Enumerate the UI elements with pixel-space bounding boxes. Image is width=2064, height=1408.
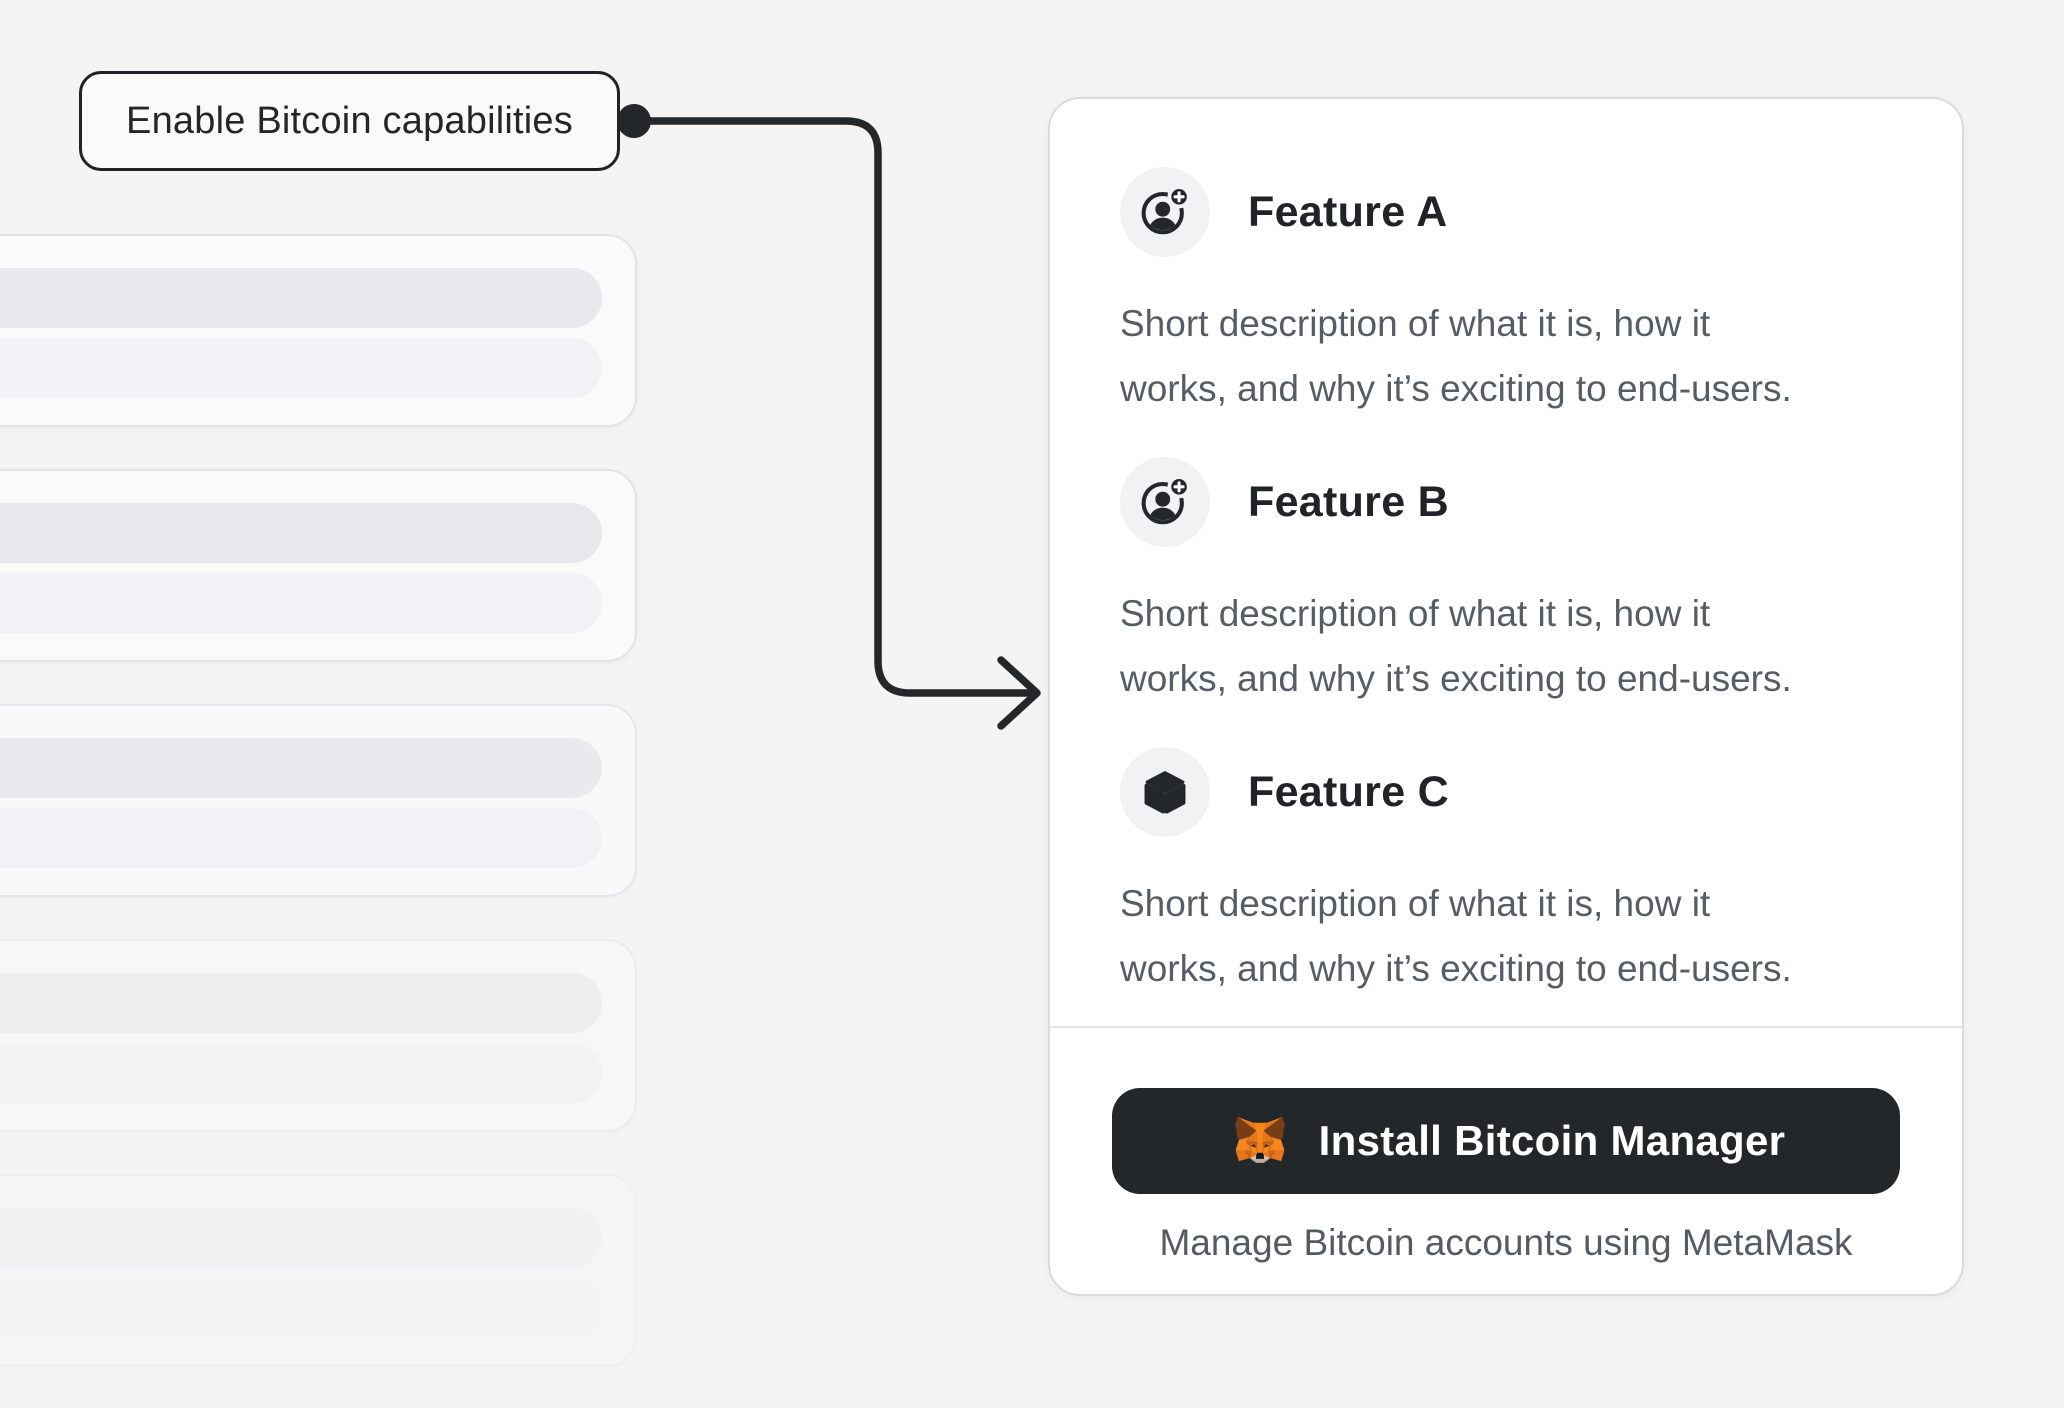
connector-dot — [617, 104, 651, 138]
install-bitcoin-manager-button[interactable]: Install Bitcoin Manager — [1112, 1088, 1900, 1194]
cube-icon — [1144, 771, 1186, 814]
feature-row: Feature B — [1120, 457, 1902, 547]
metamask-fox-icon — [1234, 1116, 1285, 1163]
skeleton-card — [0, 469, 637, 662]
feature-row: Feature C — [1120, 747, 1902, 837]
skeleton-card — [0, 1174, 637, 1367]
annotation-label-text: Enable Bitcoin capabilities — [126, 99, 573, 142]
skeleton-bar — [0, 808, 602, 868]
feature-title: Feature B — [1248, 477, 1450, 526]
skeleton-bar — [0, 738, 602, 798]
skeleton-bar — [0, 503, 602, 563]
arrowhead-icon — [997, 656, 1041, 730]
skeleton-bar — [0, 973, 602, 1033]
skeleton-card — [0, 704, 637, 897]
feature-title: Feature C — [1248, 767, 1450, 816]
feature-row: Feature A — [1120, 167, 1902, 257]
feature-panel: Feature A Short description of what it i… — [1048, 97, 1964, 1296]
feature-icon-circle — [1120, 167, 1210, 257]
skeleton-card — [0, 234, 637, 427]
skeleton-bar — [0, 268, 602, 328]
annotation-label: Enable Bitcoin capabilities — [79, 71, 620, 171]
feature-description: Short description of what it is, how it … — [1120, 883, 1792, 989]
skeleton-bar — [0, 1208, 602, 1268]
skeleton-bar — [0, 338, 602, 398]
user-add-icon — [1141, 185, 1191, 235]
skeleton-bar — [0, 1043, 602, 1103]
skeleton-card — [0, 939, 637, 1132]
install-caption: Manage Bitcoin accounts using MetaMask — [1159, 1222, 1853, 1263]
feature-icon-circle — [1120, 457, 1210, 547]
panel-footer: Install Bitcoin Manager Manage Bitcoin a… — [1050, 1026, 1962, 1294]
install-button-label: Install Bitcoin Manager — [1318, 1117, 1786, 1164]
skeleton-bar — [0, 1278, 602, 1338]
skeleton-bar — [0, 573, 602, 633]
feature-description: Short description of what it is, how it … — [1120, 303, 1792, 409]
user-add-icon — [1141, 475, 1191, 525]
features-section: Feature A Short description of what it i… — [1050, 99, 1962, 1001]
feature-description: Short description of what it is, how it … — [1120, 593, 1792, 699]
feature-title: Feature A — [1248, 187, 1448, 236]
feature-icon-circle — [1120, 747, 1210, 837]
